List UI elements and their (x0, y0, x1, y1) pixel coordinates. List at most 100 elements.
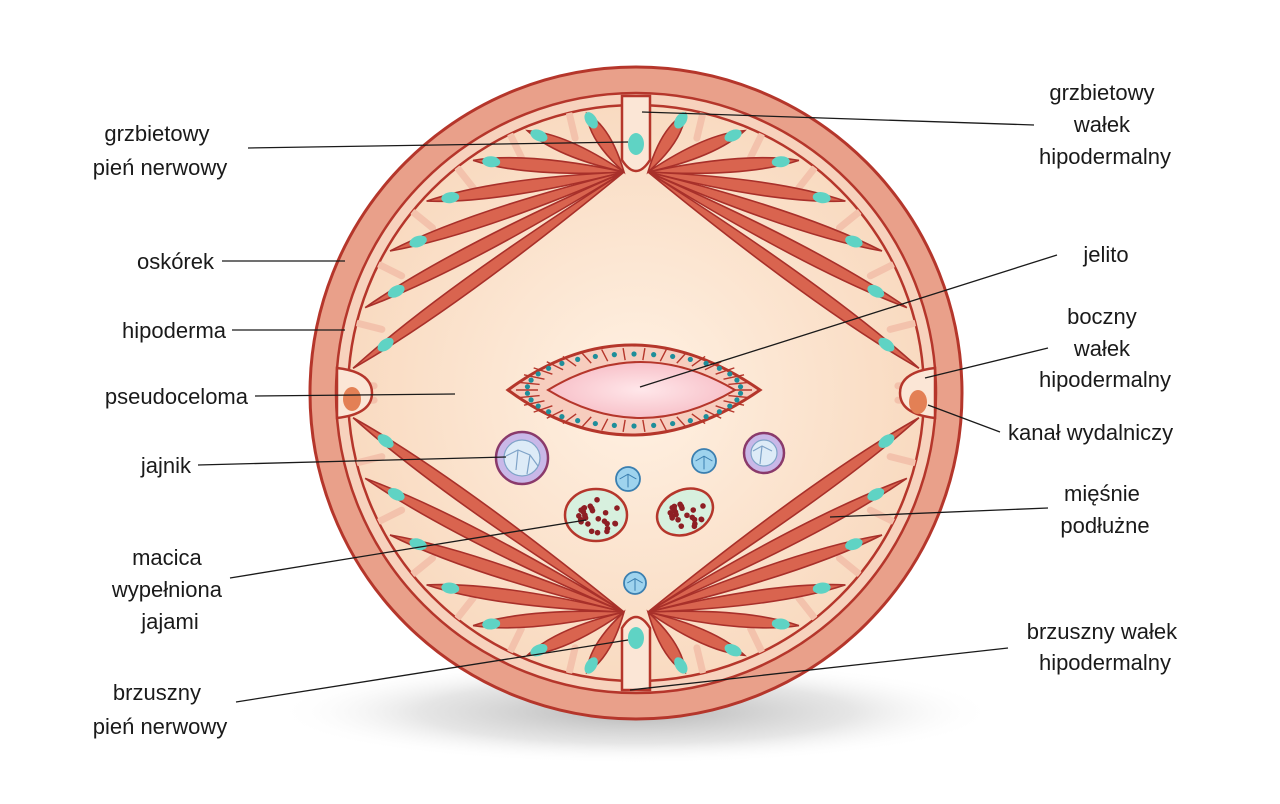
epithelium-wall (642, 348, 646, 361)
epithelium-nucleus (651, 422, 657, 428)
epithelium-wall (517, 394, 540, 399)
muscle-nucleus (845, 538, 863, 551)
label-hypodermis: hipoderma (122, 318, 227, 343)
egg (585, 521, 591, 527)
leader-lines (197, 111, 1058, 703)
epithelium-nucleus (559, 360, 565, 366)
epithelium-wall (580, 351, 592, 364)
egg (678, 523, 685, 529)
egg (671, 506, 677, 513)
muscle-arm (355, 453, 386, 466)
muscle-nucleus (441, 192, 460, 204)
muscle-arm (835, 209, 862, 232)
muscle-nucleus (812, 582, 831, 594)
leader-dorsal-cord (641, 111, 1035, 126)
epithelium-nucleus (546, 365, 552, 371)
egg (673, 511, 679, 518)
label-uterus: macica wypełniona jajami (111, 545, 228, 634)
leader-muscles (829, 507, 1049, 518)
leader-ventral-cord (629, 647, 1009, 691)
egg (594, 496, 600, 503)
muscle-arm (693, 644, 706, 675)
epithelium-wall (691, 355, 706, 367)
uterus-left (563, 487, 629, 543)
epithelium-nucleus (631, 423, 637, 429)
excretory-canal-right (909, 390, 927, 414)
muscle-arm (886, 320, 917, 333)
label-dorsal-cord: grzbietowy wałek hipodermalny (1039, 80, 1171, 169)
oviduct-cell-detail (619, 473, 637, 488)
label-lateral-cord: boczny wałek hipodermalny (1039, 304, 1171, 392)
muscle-arm (835, 554, 862, 577)
muscle-nucleus (482, 156, 501, 168)
muscle-nucleus (845, 235, 863, 248)
egg (690, 507, 697, 513)
muscle-arm (566, 644, 579, 675)
muscle-nucleus (674, 657, 688, 674)
epithelium-wall (659, 349, 667, 362)
epithelium-nucleus (535, 371, 541, 377)
egg (595, 515, 602, 522)
muscle-cell (647, 417, 920, 613)
muscle-nucleus (771, 618, 790, 630)
muscle-arm (507, 625, 525, 654)
epithelium-wall (659, 418, 667, 431)
label-ovary: jajnik (140, 453, 192, 478)
intestine-epithelium (516, 348, 752, 432)
muscle-arm (747, 625, 765, 654)
egg (691, 516, 698, 523)
muscle-arm (795, 594, 818, 621)
oviduct-cells (615, 448, 717, 595)
epithelium-wall (580, 416, 592, 429)
epithelium-wall (622, 419, 626, 432)
leader-lateral-cord (924, 347, 1049, 379)
epithelium-wall (601, 418, 609, 431)
leader-ventral-nerve (235, 639, 629, 703)
epithelium-nucleus (687, 418, 693, 424)
epithelium-nucleus (592, 420, 598, 427)
muscle-nucleus (530, 129, 548, 142)
epithelium-wall (704, 409, 722, 419)
muscle-nucleus (377, 337, 394, 352)
egg (582, 513, 588, 520)
epithelium-wall (728, 381, 751, 386)
epithelium-nucleus (716, 365, 722, 371)
epithelium-wall (723, 374, 745, 380)
epithelium-nucleus (727, 371, 733, 377)
muscle-arm (795, 165, 818, 192)
epithelium-wall (533, 367, 553, 375)
epithelium-nucleus (559, 414, 565, 420)
ovary-left (494, 430, 550, 486)
muscle-nucleus (867, 488, 885, 501)
epithelium-nucleus (524, 390, 531, 396)
epithelium-wall (562, 413, 577, 425)
egg (684, 512, 690, 519)
epithelium-nucleus (546, 409, 552, 415)
egg (612, 520, 619, 527)
intestine-lumen (546, 361, 737, 419)
egg (604, 520, 610, 527)
muscle-arm (355, 320, 386, 333)
muscle-arm (747, 132, 765, 161)
epithelium-wall (546, 409, 564, 419)
epithelium-nucleus (716, 409, 722, 415)
label-dorsal-nerve: grzbietowy pień nerwowy (93, 121, 228, 180)
epithelium-wall (704, 361, 722, 371)
muscle-nucleus (584, 657, 598, 674)
muscle-nucleus (441, 582, 460, 594)
epithelium-nucleus (528, 397, 534, 403)
excretory-canal-left (343, 387, 361, 411)
muscle-arm (693, 111, 706, 142)
muscle-arm (376, 506, 406, 525)
muscle-nucleus (387, 488, 405, 501)
label-ventral-nerve: brzuszny pień nerwowy (93, 680, 228, 739)
muscle-nucleus (387, 284, 405, 298)
egg (602, 509, 609, 516)
epithelium-wall (622, 348, 626, 361)
muscle-arm (454, 165, 477, 192)
epithelium-nucleus (703, 360, 709, 366)
oviduct-cell-detail (627, 578, 643, 591)
epithelium-wall (676, 351, 688, 364)
epithelium-wall (715, 367, 735, 375)
